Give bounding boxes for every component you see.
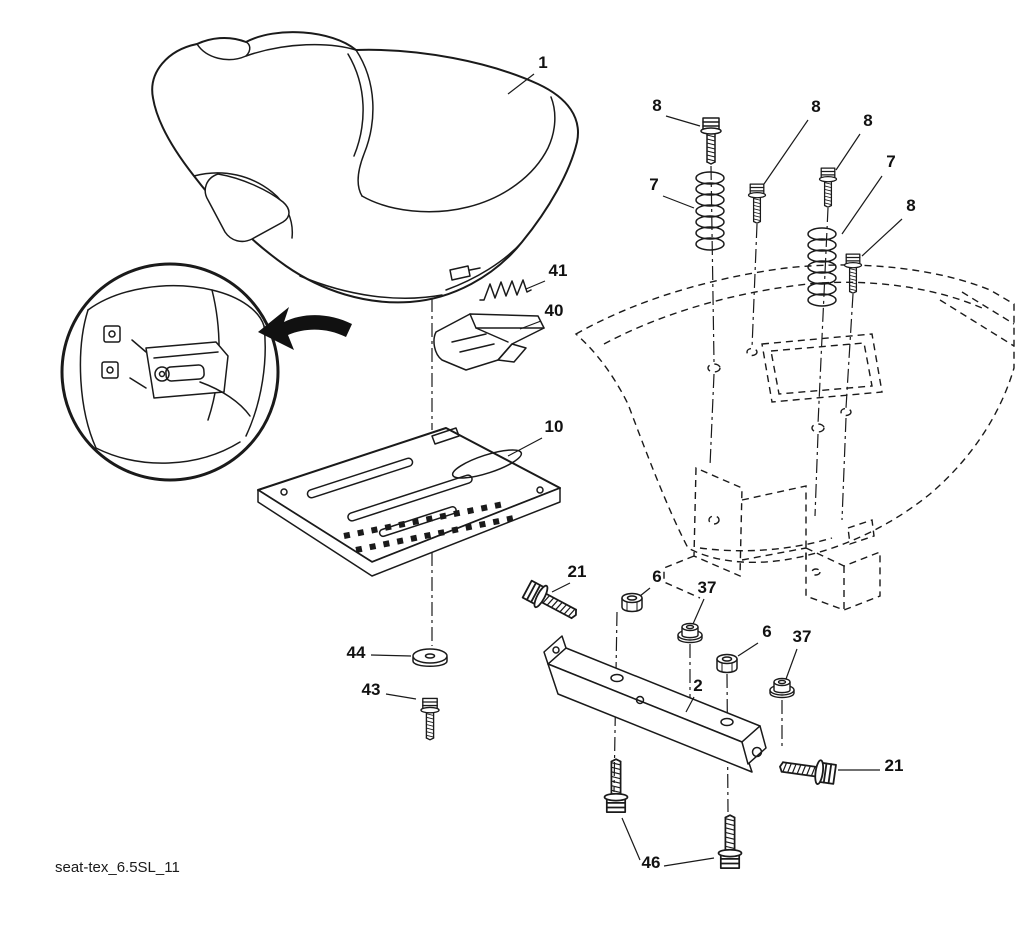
flange-bolt-8c: [818, 167, 838, 208]
part-label-8a: 8: [652, 96, 661, 115]
part-label-43: 43: [362, 680, 381, 699]
part-label-7b: 7: [886, 152, 895, 171]
part-label-41: 41: [549, 261, 568, 280]
flange-bolt-8d: [843, 253, 863, 294]
part-label-44: 44: [347, 643, 366, 662]
detail-inset-circle: [60, 262, 280, 482]
flange-nut-37-left: [677, 622, 703, 644]
part-label-37-left: 37: [698, 578, 717, 597]
flange-bolt-8a: [700, 117, 722, 165]
washer-44: [412, 648, 448, 667]
flange-bolt-46-right: [717, 814, 743, 869]
seat-part-1: [151, 31, 579, 304]
part-label-8d: 8: [906, 196, 915, 215]
nut-6-right: [716, 653, 738, 674]
bolt-43: [420, 697, 440, 741]
part-label-1: 1: [538, 53, 547, 72]
shoulder-bolt-21-left: [520, 577, 583, 627]
nut-6-left: [621, 592, 643, 613]
part-label-21-right: 21: [885, 756, 904, 775]
leader-lines: [370, 73, 903, 867]
part-label-6-left: 6: [652, 567, 661, 586]
flange-nut-37-right: [769, 677, 795, 699]
flange-bolt-46-left: [603, 758, 629, 813]
seat-pan-10: [257, 427, 561, 577]
seat-bracket-2: [543, 635, 767, 773]
part-label-8c: 8: [863, 111, 872, 130]
part-label-37-right: 37: [793, 627, 812, 646]
part-label-2: 2: [693, 676, 702, 695]
part-label-40: 40: [545, 301, 564, 320]
part-label-6-right: 6: [762, 622, 771, 641]
part-label-46: 46: [642, 853, 661, 872]
rotate-arrow: [258, 307, 352, 350]
shoulder-bolt-21-right: [777, 753, 838, 788]
hidden-bracket-dashed: [663, 466, 881, 611]
seat-spring-right: [807, 227, 837, 307]
adjuster-bracket-40: [433, 313, 545, 371]
part-labels: 1 8 8 8 7 7 8 41 40 10 21 6 37 6 37 2 44…: [347, 53, 916, 872]
part-label-21-left: 21: [568, 562, 587, 581]
small-spring-41: [479, 279, 532, 301]
seat-spring-left: [695, 171, 725, 251]
part-label-8b: 8: [811, 97, 820, 116]
flange-bolt-8b: [747, 183, 767, 224]
part-label-10: 10: [545, 417, 564, 436]
drawing-filename: seat-tex_6.5SL_11: [55, 859, 180, 876]
center-lines: [431, 165, 854, 813]
chassis-frame-dashed: [574, 264, 1015, 564]
part-label-7a: 7: [649, 175, 658, 194]
